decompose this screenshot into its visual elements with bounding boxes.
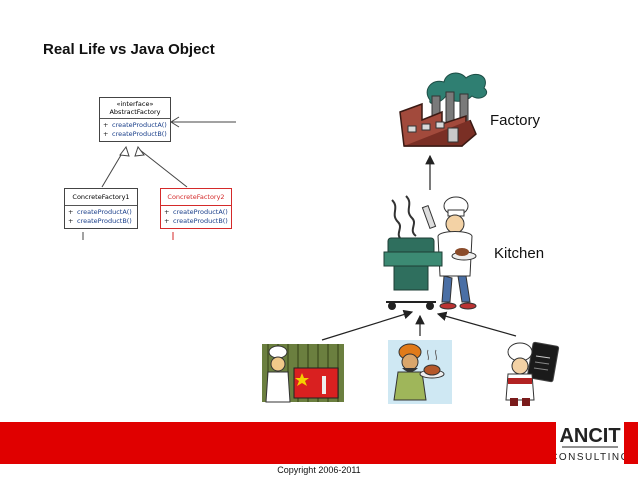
- abstract-stereotype: «interface»: [116, 100, 154, 108]
- inherit-line-1: [101, 149, 125, 188]
- visibility-marker: +: [68, 217, 74, 225]
- concrete2-op: createProductA(): [173, 208, 228, 216]
- indian-chef-icon: [388, 340, 452, 404]
- menu-chef-icon: [505, 341, 560, 406]
- association-arrow: [170, 116, 180, 128]
- kitchen-label: Kitchen: [494, 245, 545, 262]
- chef-grill-icon: [383, 195, 477, 310]
- inherit-line-2: [139, 149, 188, 188]
- abstract-factory-box: «interface» AbstractFactory +createProdu…: [99, 97, 171, 142]
- chef1-arrow: [321, 309, 414, 341]
- visibility-marker: +: [103, 121, 109, 129]
- inherit-triangle-1: [119, 145, 130, 157]
- uml-connectors: [82, 116, 236, 240]
- ancit-logo: ANCIT CONSULTING: [550, 418, 628, 468]
- chef3-arrow: [436, 311, 517, 337]
- concrete1-name: ConcreteFactory1: [65, 189, 137, 206]
- visibility-marker: +: [103, 130, 109, 138]
- concrete-factory1-box: ConcreteFactory1 +createProductA() +crea…: [64, 188, 138, 229]
- visibility-marker: +: [164, 217, 170, 225]
- visibility-marker: +: [68, 208, 74, 216]
- concrete2-name: ConcreteFactory2: [161, 189, 231, 206]
- concrete2-op: createProductB(): [173, 217, 228, 225]
- factory-icon: [399, 72, 488, 147]
- chinese-chef-icon: [262, 344, 344, 403]
- concrete1-op: createProductB(): [77, 217, 132, 225]
- abstract-op: createProductA(): [112, 121, 167, 129]
- concrete-factory2-box: ConcreteFactory2 +createProductA() +crea…: [160, 188, 232, 229]
- abstract-name: AbstractFactory: [109, 108, 161, 116]
- factory-label: Factory: [490, 112, 541, 129]
- visibility-marker: +: [164, 208, 170, 216]
- footer-bar: [0, 422, 638, 464]
- concrete1-op: createProductA(): [77, 208, 132, 216]
- logo-bottom-text: CONSULTING: [556, 452, 624, 463]
- copyright-text: Copyright 2006-2011: [277, 465, 361, 475]
- slide-title: Real Life vs Java Object: [43, 41, 215, 58]
- uml-diagram: «interface» AbstractFactory +createProdu…: [62, 95, 236, 245]
- abstract-op: createProductB(): [112, 130, 167, 138]
- ancit-logo-mark: ANCIT CONSULTING: [550, 425, 628, 463]
- inherit-triangle-2: [134, 145, 145, 157]
- logo-top-text: ANCIT: [559, 425, 620, 447]
